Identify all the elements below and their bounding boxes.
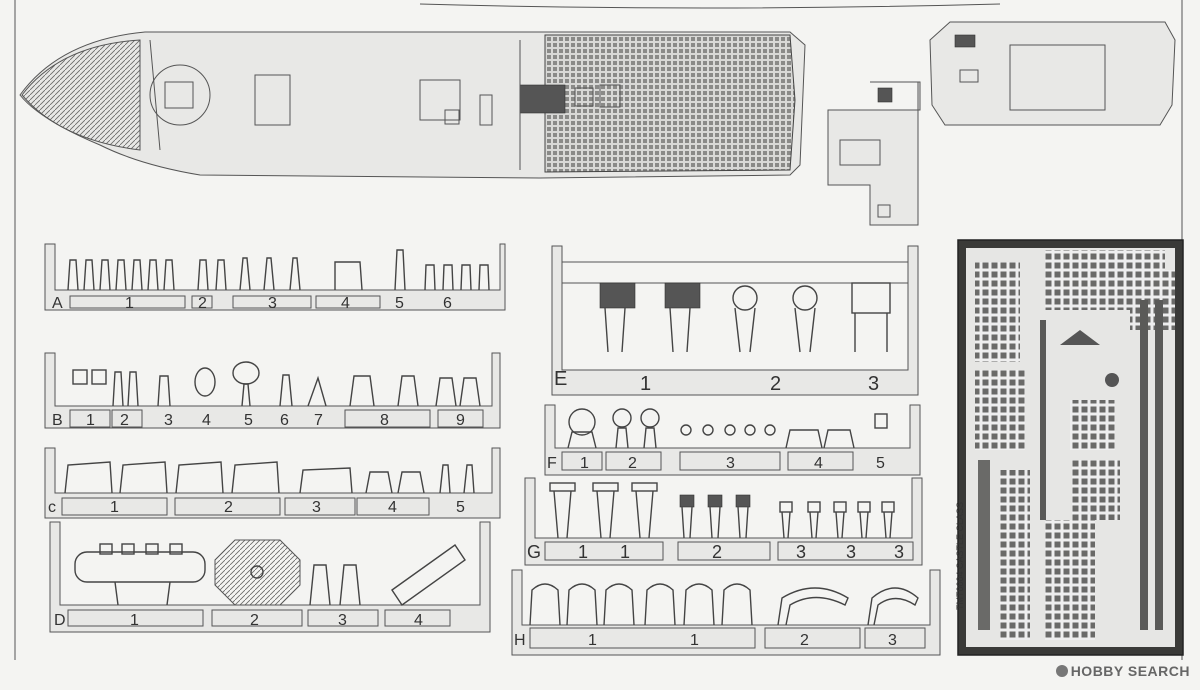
sprue-a-label-4: 4 — [341, 295, 350, 312]
sprue-g-label-3c: 3 — [894, 542, 904, 562]
sprue-g-label-3a: 3 — [796, 542, 806, 562]
sprue-h-label-1b: 1 — [690, 632, 699, 649]
sprue-f-label-2: 2 — [628, 455, 637, 472]
bridge-part — [827, 81, 921, 226]
sprue-b-parts — [72, 361, 481, 407]
sprue-d-label-4: 4 — [414, 612, 423, 629]
sprue-b-label-9: 9 — [456, 412, 465, 429]
sprue-g: G 1 1 2 3 3 3 — [524, 477, 923, 566]
sprue-e-parts — [599, 282, 891, 353]
sprue-e-label-1: 1 — [640, 373, 651, 395]
sprue-a-parts — [67, 249, 490, 291]
sprue-d-letter: D — [54, 612, 66, 629]
sprue-d-label-1: 1 — [130, 612, 139, 629]
sprue-f-parts — [567, 408, 888, 449]
sprue-c-label-3: 3 — [312, 499, 321, 516]
sprue-b-label-2: 2 — [120, 412, 129, 429]
sprue-c-label-1: 1 — [110, 499, 119, 516]
sprue-d-parts — [74, 539, 466, 606]
sprue-h-label-2: 2 — [800, 632, 809, 649]
sprue-g-label-3b: 3 — [846, 542, 856, 562]
sprue-f-label-1: 1 — [580, 455, 589, 472]
sprue-d-label-2: 2 — [250, 612, 259, 629]
sprue-f: F 1 2 3 4 5 — [544, 404, 921, 476]
sprue-c: c 1 2 3 4 5 — [44, 447, 501, 519]
sprue-e-letter: E — [554, 368, 567, 390]
sprue-b-label-3: 3 — [164, 412, 173, 429]
sprue-g-label-1a: 1 — [578, 542, 588, 562]
sprue-c-letter: c — [48, 499, 56, 516]
upper-deck-part — [929, 21, 1176, 126]
sprue-c-label-4: 4 — [388, 499, 397, 516]
sprue-a-label-2: 2 — [198, 295, 207, 312]
sprue-a-label-1: 1 — [125, 295, 134, 312]
sprue-a-label-3: 3 — [268, 295, 277, 312]
sprue-g-label-2: 2 — [712, 542, 722, 562]
sprue-d: D 1 2 3 4 — [49, 521, 491, 633]
sprue-a-label-5: 5 — [395, 295, 404, 312]
sprue-a: A 1 2 3 4 5 6 — [44, 243, 506, 312]
sprue-g-parts — [549, 482, 895, 539]
watermark-text: HOBBY SEARCH — [1070, 663, 1190, 679]
sprue-f-label-4: 4 — [814, 455, 823, 472]
hobby-search-watermark: HOBBY SEARCH — [1055, 663, 1190, 679]
sprue-c-label-5: 5 — [456, 499, 465, 516]
sprue-f-label-3: 3 — [726, 455, 735, 472]
sprue-d-label-3: 3 — [338, 612, 347, 629]
sprue-f-label-5: 5 — [876, 455, 885, 472]
sprue-e-label-3: 3 — [868, 373, 879, 395]
sprue-e: E 1 2 3 — [551, 245, 919, 396]
sprue-h-letter: H — [514, 632, 526, 649]
photoetch-fret: TMT0004 CASTLE CLASS — [955, 239, 1184, 656]
main-deck-part — [19, 31, 806, 179]
sprue-b-label-1: 1 — [86, 412, 95, 429]
photoetch-title: TMT0004 CASTLE CLASS — [955, 502, 965, 610]
sprue-c-parts — [64, 461, 475, 494]
sprue-h-label-3: 3 — [888, 632, 897, 649]
sprue-b-label-8: 8 — [380, 412, 389, 429]
sprue-f-letter: F — [547, 455, 557, 472]
sprue-b-label-4: 4 — [202, 412, 211, 429]
sprue-a-letter: A — [52, 295, 63, 312]
sprue-h-parts — [529, 583, 919, 626]
sprue-g-label-1b: 1 — [620, 542, 630, 562]
sprue-b-label-5: 5 — [244, 412, 253, 429]
sprue-e-label-2: 2 — [770, 373, 781, 395]
sprue-b: B 1 2 3 4 5 6 7 8 9 — [44, 352, 501, 429]
sprue-c-label-2: 2 — [224, 499, 233, 516]
sprue-h: H 1 1 2 3 — [511, 569, 941, 656]
sprue-a-label-6: 6 — [443, 295, 452, 312]
sprue-b-label-7: 7 — [314, 412, 323, 429]
sprue-b-label-6: 6 — [280, 412, 289, 429]
sprue-h-label-1a: 1 — [588, 632, 597, 649]
hobby-search-logo-icon — [1055, 665, 1068, 677]
sprue-b-letter: B — [52, 412, 63, 429]
sprue-g-letter: G — [527, 542, 541, 562]
